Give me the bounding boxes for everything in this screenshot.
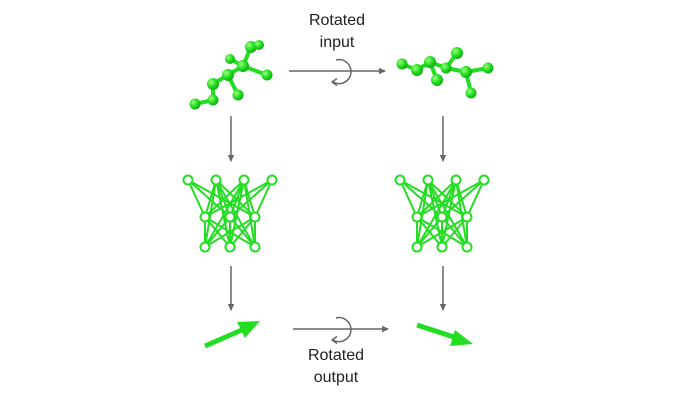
network-node bbox=[238, 174, 250, 186]
vector-arrow-icon bbox=[416, 322, 473, 346]
network-node bbox=[461, 211, 473, 223]
network-edge bbox=[416, 216, 443, 248]
network-edge bbox=[466, 179, 485, 218]
network-edge bbox=[204, 179, 273, 218]
network-node bbox=[411, 211, 423, 223]
network-node bbox=[249, 211, 261, 223]
network-edge bbox=[204, 216, 256, 248]
network-node bbox=[422, 174, 434, 186]
network-node bbox=[394, 174, 406, 186]
network-edge bbox=[215, 179, 231, 248]
caption-line: input bbox=[319, 34, 355, 51]
network-node bbox=[411, 241, 423, 253]
network-edge bbox=[427, 179, 468, 248]
rotated-output-caption: Rotated output bbox=[276, 345, 396, 389]
network-node bbox=[210, 174, 222, 186]
network-edge bbox=[215, 179, 231, 218]
network-edge bbox=[399, 179, 418, 218]
caption-line: output bbox=[313, 369, 359, 386]
network-node bbox=[199, 241, 211, 253]
rotated-input-caption: Rotated input bbox=[277, 10, 397, 54]
network-node bbox=[249, 241, 261, 253]
network-node bbox=[224, 211, 236, 223]
network-edge bbox=[229, 179, 245, 248]
vector-arrow-icon bbox=[204, 321, 260, 349]
network-edge bbox=[187, 179, 206, 218]
network-node bbox=[450, 174, 462, 186]
network-edge bbox=[243, 179, 256, 248]
network-edge bbox=[427, 179, 443, 248]
network-edge bbox=[455, 179, 468, 248]
network-node bbox=[266, 174, 278, 186]
neural-network-icon bbox=[182, 174, 278, 253]
network-edge bbox=[427, 179, 443, 218]
molecule-icon bbox=[189, 40, 273, 110]
network-edge bbox=[416, 179, 485, 218]
network-node bbox=[461, 241, 473, 253]
network-edge bbox=[187, 179, 256, 218]
network-node bbox=[478, 174, 490, 186]
network-edge bbox=[416, 216, 468, 248]
network-edge bbox=[204, 179, 217, 248]
molecule-icon bbox=[396, 47, 494, 99]
network-node bbox=[224, 241, 236, 253]
network-edge bbox=[215, 179, 256, 248]
network-edge bbox=[416, 179, 457, 248]
neural-network-icon bbox=[394, 174, 490, 253]
rotation-icon bbox=[331, 316, 352, 345]
network-edge bbox=[416, 179, 429, 248]
network-node bbox=[436, 211, 448, 223]
rotation-icon bbox=[331, 58, 352, 87]
caption-line: Rotated bbox=[307, 347, 365, 364]
network-edge bbox=[254, 179, 273, 218]
network-node bbox=[182, 174, 194, 186]
network-node bbox=[199, 211, 211, 223]
network-edge bbox=[399, 179, 468, 218]
network-node bbox=[436, 241, 448, 253]
network-edge bbox=[204, 179, 245, 248]
caption-line: Rotated bbox=[308, 12, 366, 29]
network-edge bbox=[441, 179, 457, 248]
network-edge bbox=[204, 216, 231, 248]
